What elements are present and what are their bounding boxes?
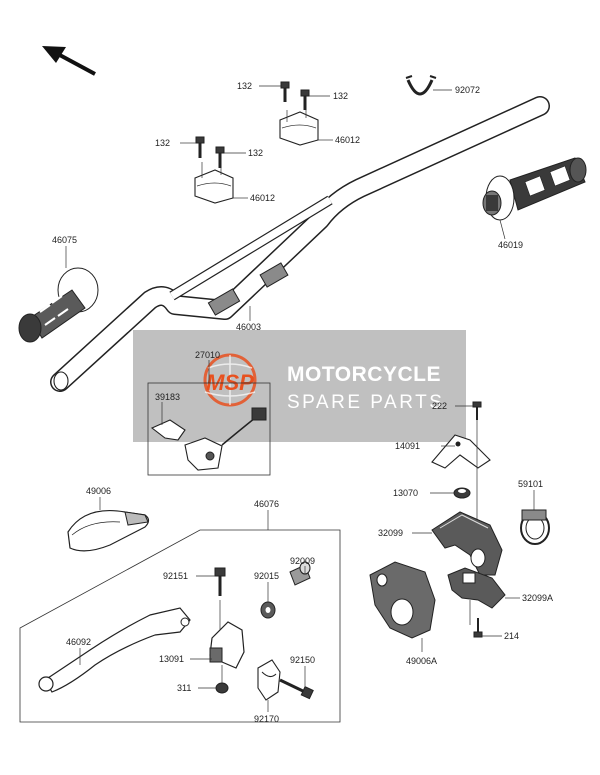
- label-132-d: 132: [248, 148, 263, 158]
- bolt-132-b: [300, 89, 310, 110]
- cover-49006a: [369, 561, 436, 639]
- clutch-lever: [38, 607, 191, 693]
- label-46092: 46092: [66, 637, 91, 647]
- label-46003: 46003: [236, 322, 261, 332]
- label-222: 222: [432, 401, 447, 411]
- watermark-title: MOTORCYCLE: [287, 363, 441, 386]
- label-132-c: 132: [155, 138, 170, 148]
- front-arrow-icon: [42, 46, 96, 76]
- label-27010: 27010: [195, 350, 220, 360]
- label-13091: 13091: [159, 654, 184, 664]
- label-311: 311: [177, 683, 191, 693]
- left-grip: [18, 267, 99, 343]
- label-46012-a: 46012: [335, 135, 360, 145]
- bolt-92151: [214, 567, 226, 596]
- label-39183: 39183: [155, 392, 180, 402]
- label-92150: 92150: [290, 655, 315, 665]
- label-13070: 13070: [393, 488, 418, 498]
- label-46075: 46075: [52, 235, 77, 245]
- label-132-a: 132: [237, 81, 252, 91]
- lever-holder: [209, 600, 245, 685]
- label-32099a: 32099A: [522, 593, 553, 603]
- handlebar: [50, 96, 550, 392]
- bolt-132-c: [195, 136, 205, 158]
- clamp-92170: [257, 659, 281, 701]
- nut-13070: [453, 487, 471, 499]
- throttle-grip: [482, 157, 587, 221]
- lever-cover: [67, 509, 150, 552]
- label-92151: 92151: [163, 571, 188, 581]
- label-46019: 46019: [498, 240, 523, 250]
- bolt-222: [472, 401, 482, 420]
- label-92015: 92015: [254, 571, 279, 581]
- watermark-logo: MSP: [206, 370, 254, 395]
- handlebar-clamp-lower: [194, 158, 234, 204]
- bolt-132-a: [280, 81, 290, 102]
- label-92072: 92072: [455, 85, 480, 95]
- nut-311: [215, 682, 229, 694]
- watermark-subtitle: SPARE PARTS: [287, 392, 444, 413]
- label-49006a: 49006A: [406, 656, 437, 666]
- handlebar-clamp-upper: [279, 104, 319, 146]
- watermark: MSP MOTORCYCLE SPARE PARTS: [133, 330, 466, 442]
- clip-92072: [405, 75, 437, 96]
- label-214: 214: [504, 631, 519, 641]
- bolt-92150: [279, 678, 314, 700]
- screw-214: [473, 618, 483, 638]
- bracket-14091: [431, 434, 491, 469]
- leader-lines: [65, 85, 535, 712]
- label-14091: 14091: [395, 441, 420, 451]
- label-46076: 46076: [254, 499, 279, 509]
- throttle-housing: [431, 511, 503, 576]
- clamp-59101: [520, 509, 550, 545]
- washer-92015: [260, 601, 276, 619]
- bolt-132-d: [215, 146, 225, 168]
- label-46012-b: 46012: [250, 193, 275, 203]
- label-132-b: 132: [333, 91, 348, 101]
- label-92170: 92170: [254, 714, 279, 724]
- throttle-housing-lower: [447, 567, 506, 625]
- label-32099: 32099: [378, 528, 403, 538]
- lever-assembly-box: [19, 529, 341, 723]
- label-92009: 92009: [290, 556, 315, 566]
- switch-box: [147, 382, 271, 476]
- label-49006: 49006: [86, 486, 111, 496]
- label-59101: 59101: [518, 479, 543, 489]
